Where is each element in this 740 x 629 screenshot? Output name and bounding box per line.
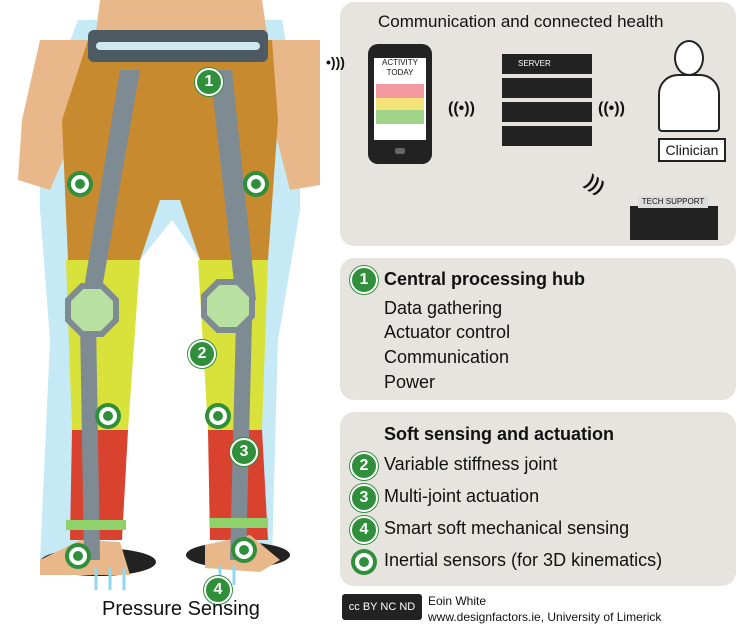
- marker-hub: 1: [195, 68, 223, 96]
- phone-icon: ACTIVITY TODAY: [368, 44, 432, 164]
- exosuit-illustration: [18, 0, 320, 590]
- marker-sensing: 4: [204, 576, 232, 604]
- license-badge: cc BY NC ND: [342, 594, 422, 620]
- tech-support-label: TECH SUPPORT: [638, 196, 708, 208]
- inertial-sensor-left-knee: [96, 404, 120, 428]
- left-knee-joint: [65, 283, 119, 337]
- wifi-icon: ))): [582, 170, 609, 198]
- soft-number: 4: [350, 516, 378, 544]
- credit-site: www.designfactors.ie, University of Lime…: [428, 610, 662, 624]
- inertial-sensor-left-ankle: [66, 544, 90, 568]
- clinician-label: Clinician: [658, 138, 726, 162]
- soft-number: 3: [350, 484, 378, 512]
- right-strap: [210, 70, 256, 300]
- server-label: SERVER: [502, 54, 592, 74]
- clinician-icon: [652, 40, 722, 132]
- inertial-sensor-right-ankle: [232, 538, 256, 562]
- inertial-sensor-right-hip: [244, 172, 268, 196]
- communication-panel: Communication and connected health ACTIV…: [326, 2, 736, 246]
- hub-item: Communication: [384, 347, 510, 367]
- belt-strip: [96, 42, 260, 50]
- soft-title: Soft sensing and actuation: [384, 424, 615, 444]
- marker-actuation: 3: [230, 438, 258, 466]
- wifi-icon: •))): [326, 54, 345, 70]
- inertial-sensor-left-hip: [68, 172, 92, 196]
- soft-item: Smart soft mechanical sensing: [384, 518, 630, 538]
- right-ankle-band: [210, 518, 268, 528]
- left-shin-strap: [80, 320, 100, 560]
- server-icon: SERVER: [502, 54, 592, 150]
- pressure-sensing-label: Pressure Sensing: [102, 598, 260, 620]
- soft-number: 2: [350, 452, 378, 480]
- soft-item: Multi-joint actuation: [384, 486, 540, 506]
- soft-sensing-panel: Soft sensing and actuation 2 Variable st…: [340, 412, 736, 586]
- right-knee-joint: [201, 279, 255, 333]
- hub-item: Power: [384, 372, 436, 392]
- left-arm: [18, 40, 95, 190]
- left-strap: [82, 70, 140, 300]
- inertial-sensor-right-knee: [206, 404, 230, 428]
- hub-item: Data gathering: [384, 298, 503, 318]
- communication-title: Communication and connected health: [378, 12, 664, 31]
- hub-number: 1: [350, 266, 378, 294]
- hub-item: Actuator control: [384, 322, 511, 342]
- soft-item: Variable stiffness joint: [384, 454, 558, 474]
- tech-support-icon: TECH SUPPORT: [630, 196, 718, 240]
- hub-title: Central processing hub: [384, 269, 586, 289]
- wifi-icon: ((•)): [448, 100, 475, 117]
- left-ankle-band: [66, 520, 126, 530]
- wifi-icon: ((•)): [598, 100, 625, 117]
- hub-panel: 1 Central processing hub Data gathering …: [340, 258, 736, 400]
- soft-item: Inertial sensors (for 3D kinematics): [384, 550, 663, 570]
- right-arm: [265, 40, 320, 190]
- phone-screen-label: ACTIVITY TODAY: [381, 58, 418, 77]
- inertial-sensor-icon: [352, 550, 376, 574]
- marker-joint: 2: [188, 340, 216, 368]
- credit-name: Eoin White: [428, 594, 487, 608]
